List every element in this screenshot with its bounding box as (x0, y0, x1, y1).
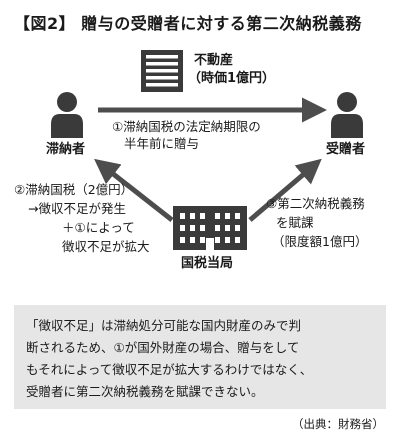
property-label-line1: 不動産 (194, 53, 234, 68)
right-label-line1: ③第二次納税義務 (266, 196, 365, 211)
right-label-line2: を賦課 (276, 215, 314, 230)
recipient-label: 受贈者 (326, 142, 366, 157)
collection-arrow (94, 158, 174, 222)
gift-label-line1: ①滞納国税の法定納期限の (112, 119, 261, 134)
left-label-line1: ②滞納国税（2億円） (14, 182, 134, 197)
source-credit: （出典：財務省） (292, 417, 384, 431)
delinquent-label: 滞納者 (46, 142, 86, 157)
person-icon (331, 92, 363, 138)
note-line: 受贈者に第二次納税義務を賦課できない。 (26, 384, 264, 399)
note-line: 「徴収不足」は滞納処分可能な国内財産のみで判 (26, 318, 302, 333)
diagram-graphics (51, 50, 363, 250)
right-label-line3: （限度額1億円） (272, 234, 368, 249)
gift-label-line2: 半年前に贈与 (124, 136, 200, 151)
person-icon (51, 92, 83, 138)
left-label-line2: →徴収不足が発生 (28, 201, 126, 216)
note-box: 「徴収不足」は滞納処分可能な国内財産のみで判 断されるため、①が国外財産の場合、… (14, 305, 386, 409)
figure-title: 【図2】 贈与の受贈者に対する第二次納税義務 (14, 14, 362, 33)
note-line: 断されるため、①が国外財産の場合、贈与をして (26, 340, 300, 355)
property-label-line2: （時価1億円） (188, 71, 276, 86)
diagram: 不動産 （時価1億円） 滞納者 受贈者 ①滞納国税の法定納期限の 半年前に贈与 … (0, 40, 400, 308)
secondary-liability-arrow (248, 158, 322, 222)
left-label-line4: 徴収不足が拡大 (62, 239, 150, 254)
building-icon (141, 50, 183, 92)
note-line: もそれによって徴収不足が拡大するわけではなく、 (26, 362, 313, 377)
left-label-line3: ＋①によって (62, 220, 135, 235)
tax-office-label: 国税当局 (181, 256, 234, 271)
office-building-icon (173, 206, 247, 250)
